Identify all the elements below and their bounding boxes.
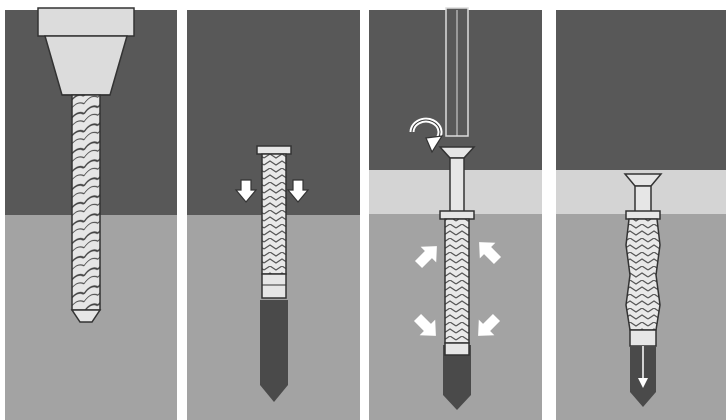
screwdriver (446, 8, 468, 136)
expanded-plug (626, 211, 660, 346)
upper-wall (556, 10, 726, 170)
panel-divider (177, 0, 187, 420)
wall-plug (440, 211, 474, 355)
drilled-hole (260, 300, 288, 402)
panel-step-3 (369, 8, 542, 420)
panel-step-2 (187, 10, 360, 420)
drill-bit (72, 95, 100, 322)
panel-divider (542, 0, 556, 420)
panel-divider (360, 0, 369, 420)
panel-step-4 (556, 10, 726, 420)
wall-plug (257, 146, 291, 298)
panel-step-1 (5, 8, 177, 420)
